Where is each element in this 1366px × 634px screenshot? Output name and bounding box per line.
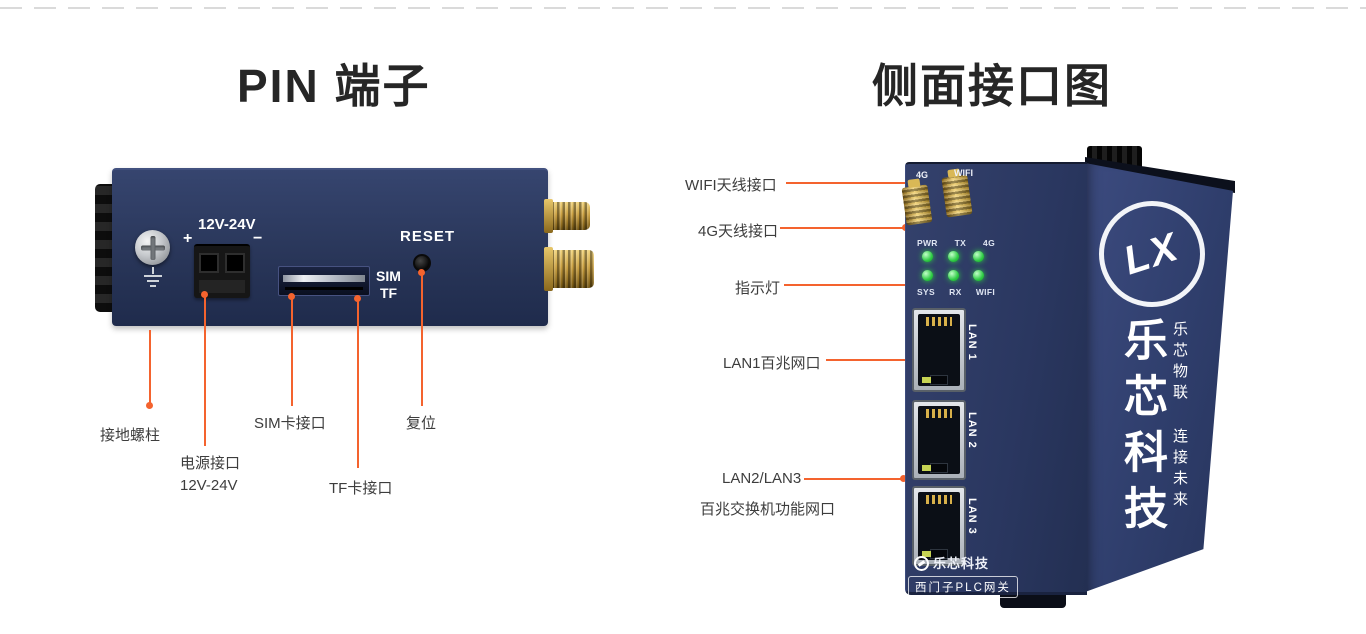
rj45-pins xyxy=(926,409,952,418)
sim-tf-card-slot xyxy=(278,266,370,296)
led-indicator xyxy=(948,270,959,281)
callout-label-leds: 指示灯 xyxy=(735,280,781,297)
rj45-pins xyxy=(926,317,952,326)
led-indicator xyxy=(922,251,933,262)
terminal-base xyxy=(199,280,245,293)
callout-label-lan1: LAN1百兆网口 xyxy=(723,355,821,372)
callout-line-power xyxy=(204,294,206,446)
callout-line-tf xyxy=(357,298,359,468)
port-led xyxy=(922,465,931,471)
callout-line-reset xyxy=(421,272,423,406)
bottom-brand-text: 乐芯科技 xyxy=(933,556,990,571)
voltage-label: 12V-24V xyxy=(198,216,256,233)
callout-label-power-2: 12V-24V xyxy=(180,477,238,494)
lan3-label: LAN 3 xyxy=(966,498,978,535)
antenna-connector-icon xyxy=(544,247,594,291)
led-label-sys: SYS xyxy=(917,287,935,297)
plus-mark: + xyxy=(183,230,193,247)
right-section-title: 侧面接口图 xyxy=(872,60,1112,112)
led-label-pwr: PWR xyxy=(917,238,938,248)
led-label-wifi: WIFI xyxy=(975,287,995,297)
callout-label-lan23-1: LAN2/LAN3 xyxy=(722,470,802,487)
ground-symbol-icon xyxy=(143,267,163,291)
brand-logo-icon: LX xyxy=(1099,201,1205,307)
terminal-hole xyxy=(225,253,245,273)
callout-line-ground xyxy=(149,330,151,406)
callout-label-power-1: 电源接口 xyxy=(180,455,241,472)
led-label-rx: RX xyxy=(949,287,962,297)
reset-label: RESET xyxy=(400,228,456,245)
callout-line-leds xyxy=(784,284,915,286)
sim-slot-label: SIM xyxy=(376,268,401,284)
led-indicator xyxy=(948,251,959,262)
callout-dot-tf xyxy=(354,295,361,302)
callout-label-sim: SIM卡接口 xyxy=(254,415,326,432)
callout-dot-reset xyxy=(418,269,425,276)
lan1-port xyxy=(912,308,966,392)
ground-screw-icon xyxy=(135,230,170,265)
port-led xyxy=(922,551,931,557)
bottom-brand-logo-icon xyxy=(914,556,929,571)
brand-monogram: LX xyxy=(1118,224,1185,283)
callout-dot-lan23 xyxy=(900,475,907,482)
lan2-port xyxy=(912,400,966,480)
rj45-pins xyxy=(926,495,952,504)
callout-label-4g-antenna: 4G天线接口 xyxy=(698,223,779,240)
side-brand-vertical-text: 乐芯科技 xyxy=(1117,317,1166,541)
callout-line-lan1 xyxy=(826,359,910,361)
rj45-notch xyxy=(930,375,948,385)
tf-slot-label: TF xyxy=(380,285,398,301)
side-view-figure: LX 乐芯科技 乐芯物联 连接未来 4G WIFI PWR TX 4G SYS … xyxy=(880,140,1270,620)
device-side-panel: LX 乐芯科技 乐芯物联 连接未来 xyxy=(1085,163,1233,592)
card-edge xyxy=(283,275,365,282)
device-front-body xyxy=(112,168,548,326)
callout-line-4g-antenna xyxy=(780,227,905,229)
callout-label-lan23-2: 百兆交换机功能网口 xyxy=(700,501,836,518)
callout-label-reset: 复位 xyxy=(406,415,437,432)
rj45-notch xyxy=(930,463,948,473)
front-panel-figure: + 12V-24V − SIM TF RESET xyxy=(95,168,595,328)
antenna-wifi-label: WIFI xyxy=(954,168,973,178)
led-indicator xyxy=(973,270,984,281)
led-labels-top: PWR TX 4G xyxy=(917,238,995,248)
antenna-4g-label: 4G xyxy=(916,170,929,180)
side-slogan-vertical-text: 乐芯物联 连接未来 xyxy=(1171,321,1188,512)
card-slit xyxy=(285,287,363,290)
power-terminal-block xyxy=(194,244,250,298)
terminal-hole xyxy=(199,253,219,273)
led-label-4g: 4G xyxy=(983,238,995,248)
lan1-label: LAN 1 xyxy=(966,324,978,361)
callout-label-tf: TF卡接口 xyxy=(329,480,393,497)
minus-mark: − xyxy=(253,230,263,247)
antenna-wifi-connector-icon xyxy=(941,174,973,218)
led-indicator xyxy=(973,251,984,262)
callout-label-ground: 接地螺柱 xyxy=(100,427,161,444)
callout-line-lan23 xyxy=(804,478,904,480)
led-indicator xyxy=(922,270,933,281)
callout-dot-power xyxy=(201,291,208,298)
left-section-title: PIN 端子 xyxy=(237,60,431,112)
led-labels-bottom: SYS RX WIFI xyxy=(917,287,995,297)
port-led xyxy=(922,377,931,383)
led-label-tx: TX xyxy=(954,238,967,248)
antenna-connector-icon xyxy=(544,199,590,233)
callout-label-wifi-antenna: WIFI天线接口 xyxy=(685,177,777,194)
callout-dot-sim xyxy=(288,293,295,300)
top-dashed-divider xyxy=(0,7,1366,9)
callout-line-sim xyxy=(291,296,293,406)
model-name-text: 西门子PLC网关 xyxy=(908,576,1018,598)
lan2-label: LAN 2 xyxy=(966,412,978,449)
antenna-4g-connector-icon xyxy=(901,184,933,226)
callout-dot-ground xyxy=(146,402,153,409)
lan3-port xyxy=(912,486,966,566)
callout-line-wifi-antenna xyxy=(786,182,941,184)
